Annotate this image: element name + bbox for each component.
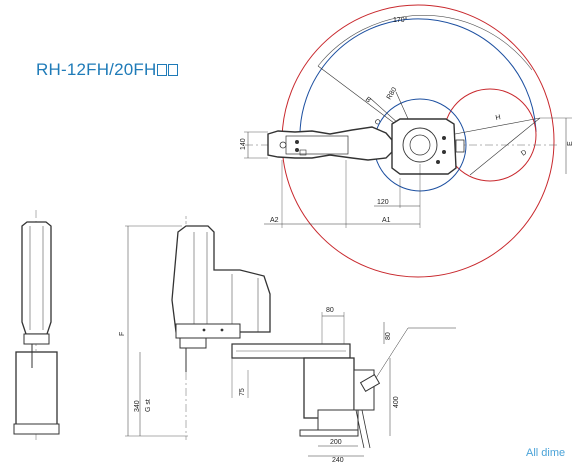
label-b: B — [364, 96, 372, 105]
front-arm-joint — [23, 333, 50, 345]
dim-140: 140 — [240, 138, 247, 150]
side-cable-2 — [361, 409, 371, 449]
base-bolt-1 — [442, 136, 446, 140]
side-base-flange — [299, 429, 359, 437]
angle-label: 170° — [393, 16, 408, 24]
dim-75: 75 — [239, 388, 246, 396]
base-bolt-2 — [442, 150, 446, 154]
dim-240: 240 — [332, 457, 344, 462]
arm-link-outline — [267, 126, 393, 161]
cable-connector — [455, 139, 465, 153]
side-connector-plug — [359, 373, 381, 393]
base-housing — [391, 118, 457, 175]
label-a1: A1 — [382, 217, 391, 224]
angle-arc — [317, 15, 533, 71]
side-base-column — [303, 357, 355, 419]
label-h: H — [495, 114, 501, 122]
label-d: D — [520, 149, 528, 158]
base-joint-ring — [402, 127, 438, 163]
side-cable-1 — [355, 409, 365, 449]
front-base-plate — [13, 423, 60, 435]
side-bolt-2 — [220, 328, 224, 332]
side-joint-block — [175, 323, 241, 339]
dim-400: 400 — [393, 396, 400, 408]
front-view — [13, 210, 60, 440]
label-f: F — [119, 332, 126, 336]
label-gst: G st — [145, 399, 152, 412]
joint-limit-circle — [443, 88, 537, 182]
dim-80a: 80 — [326, 307, 334, 314]
model-suffix-box-2 — [168, 64, 179, 76]
leader-line — [375, 327, 409, 379]
label-e: E — [567, 141, 574, 146]
arm-bolt-2 — [295, 148, 299, 152]
dim-80b: 80 — [385, 332, 392, 340]
side-bolt-1 — [202, 328, 206, 332]
base-bolt-3 — [436, 160, 440, 164]
radius-line-d — [469, 117, 541, 176]
label-c: C — [373, 118, 381, 127]
front-arm-body — [21, 221, 52, 335]
model-title: RH-12FH/20FH — [36, 60, 179, 80]
model-suffix-box-1 — [157, 64, 168, 76]
side-shaft-head — [179, 337, 207, 349]
arm-bolt-1 — [295, 140, 299, 144]
base-joint-inner — [409, 134, 431, 156]
dim-120: 120 — [377, 199, 389, 206]
footnote: All dime — [526, 447, 566, 459]
top-view: 170° B R80 C H D E — [240, 4, 574, 278]
dim-340: 340 — [134, 400, 141, 412]
end-shaft — [279, 141, 287, 149]
front-base-column — [15, 351, 58, 427]
inner-reach-arc — [299, 18, 537, 143]
dim-200: 200 — [330, 439, 342, 446]
side-connector-box — [353, 369, 375, 411]
model-title-text: RH-12FH/20FH — [36, 60, 157, 79]
side-upper-body — [171, 225, 271, 333]
side-view: F G st 340 — [119, 216, 456, 462]
arm-bracket — [299, 149, 307, 156]
label-a2: A2 — [270, 217, 279, 224]
